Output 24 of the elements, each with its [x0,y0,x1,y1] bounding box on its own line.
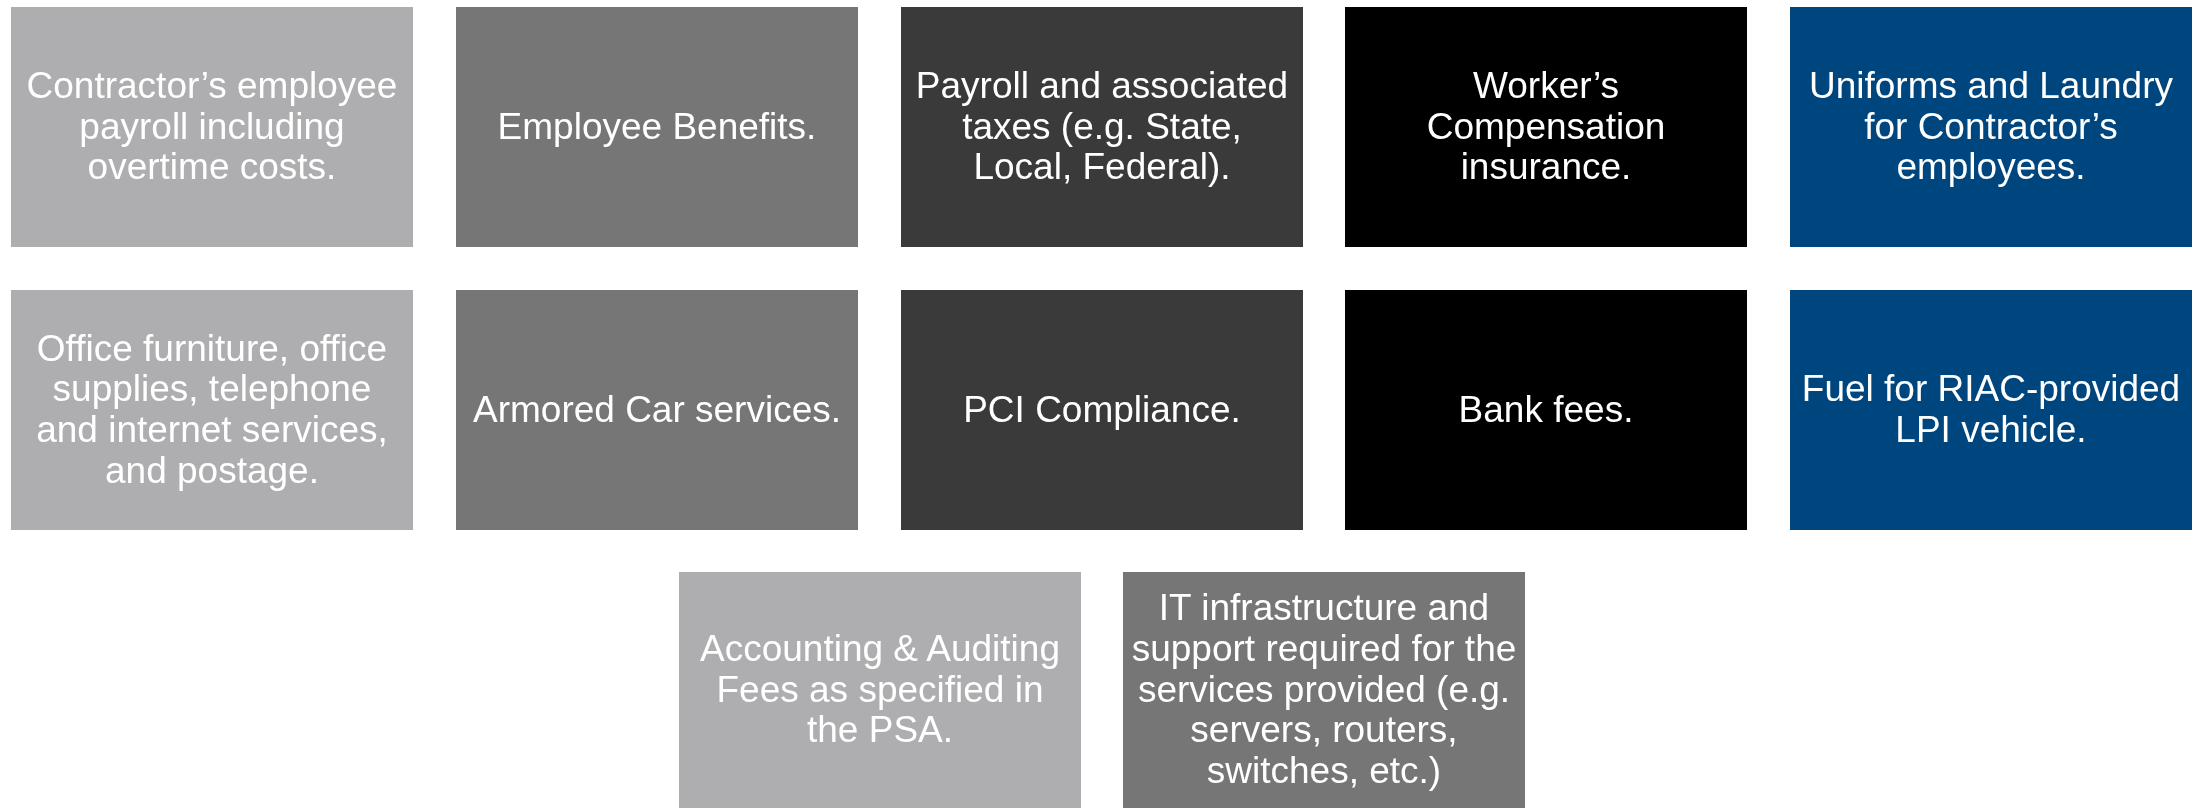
box-text: IT infrastructure and support required for the services provided (e.g. servers, routers, switches, etc.) [1131,588,1517,792]
category-box [1345,290,1747,530]
category-box [456,7,858,247]
box-text: Fuel for RIAC-provided LPI vehicle. [1800,369,2182,451]
box-text: Office furniture, office supplies, telephone and internet services, and postage. [35,328,389,492]
category-box [11,290,413,530]
box-text: Bank fees. [1458,389,1634,431]
category-box [901,290,1303,530]
category-box [1345,7,1747,247]
category-box [901,7,1303,247]
category-box [679,572,1081,808]
box-text: Armored Car services. [473,389,841,431]
category-box [1123,572,1525,808]
box-text: Employee Benefits. [497,106,817,148]
box-text: Worker’s Compensation insurance. [1425,65,1667,189]
category-box [456,290,858,530]
category-box [1790,290,2192,530]
box-text: Uniforms and Laundry for Contractor’s employees. [1808,65,2174,189]
box-text: PCI Compliance. [963,389,1241,431]
box-text: Payroll and associated taxes (e.g. State, Local, Federal). [914,65,1290,189]
box-text: Accounting & Auditing Fees as specified in the PSA. [699,628,1061,752]
category-box [11,7,413,247]
category-box [1790,7,2192,247]
box-text: Contractor’s employee payroll including overtime costs. [25,65,399,189]
